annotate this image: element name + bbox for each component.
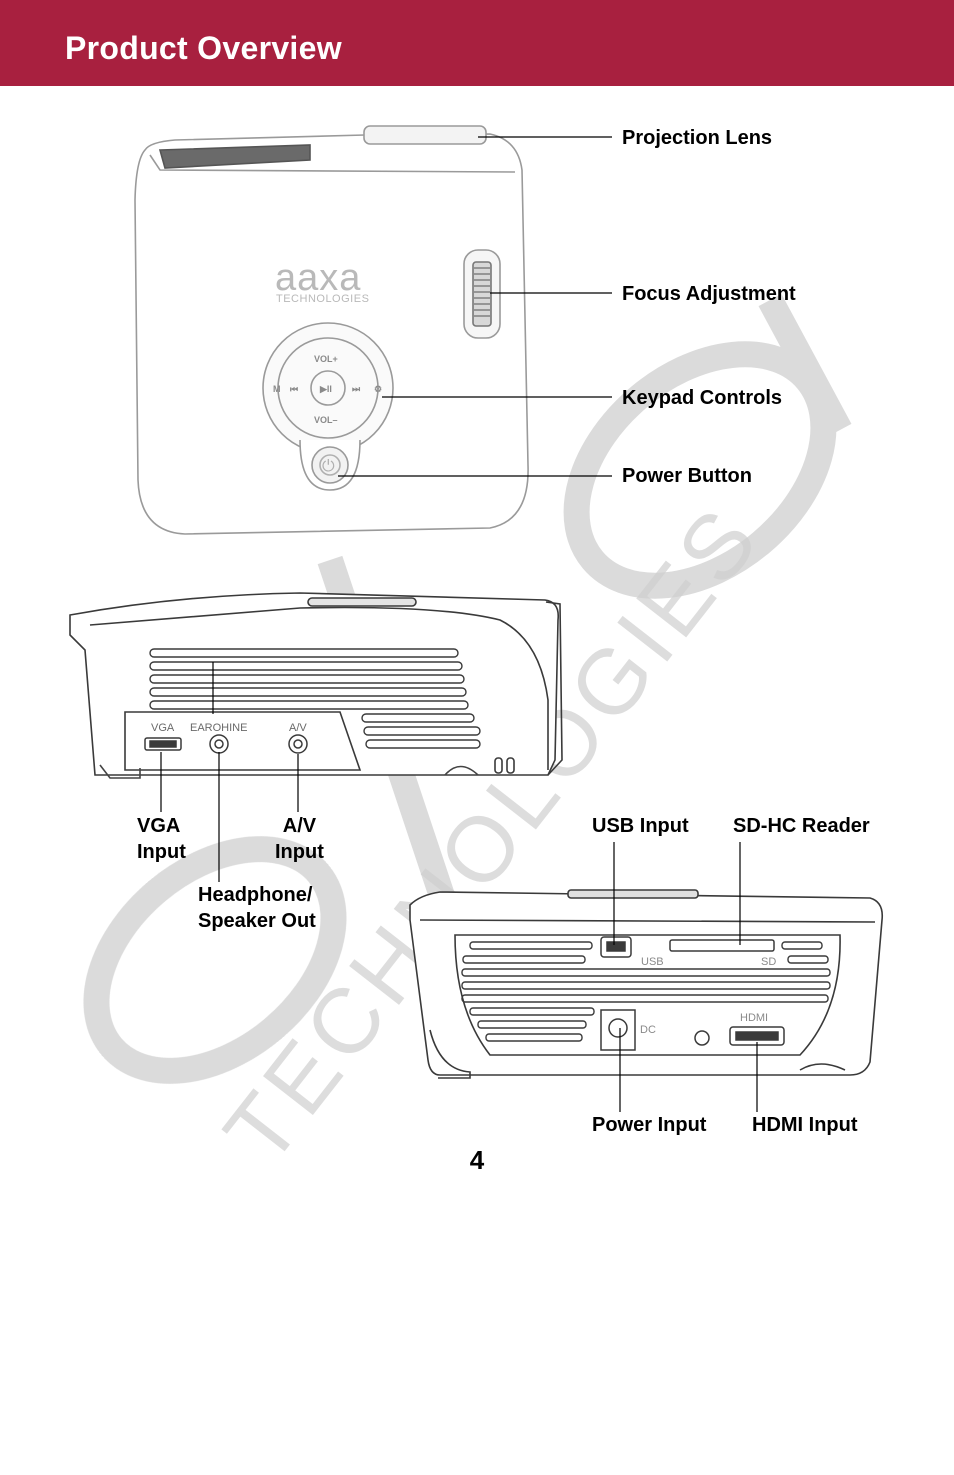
page-number: 4 xyxy=(469,1145,485,1175)
projector-rear-view xyxy=(409,889,884,1079)
side-vents xyxy=(149,648,481,749)
power-icon: ⏻ xyxy=(322,458,335,475)
rear-callout-lines xyxy=(613,842,758,1112)
top-callout-lines xyxy=(338,136,612,477)
label-usb-input: USB Input xyxy=(592,815,689,837)
keypad-prev: ⏮ xyxy=(290,384,298,394)
page-title: Product Overview xyxy=(65,30,342,66)
label-headphone-line2: Speaker Out xyxy=(198,910,316,932)
device-brand: aaxa xyxy=(275,257,361,299)
keypad-vol-up: VOL+ xyxy=(314,354,338,364)
product-diagram: TECHNOLOGIES aaxa TECHNOLOGIES VOL+ VOL–… xyxy=(69,125,884,1182)
keypad-vol-down: VOL– xyxy=(314,415,338,425)
label-av-input-line1: A/V xyxy=(282,815,317,837)
keypad-mode: M xyxy=(273,384,281,394)
page-header: Product Overview xyxy=(0,0,954,86)
rear-label-sd: SD xyxy=(761,956,776,968)
side-label-vga: VGA xyxy=(151,722,175,734)
label-vga-input: VGA Input xyxy=(137,813,186,865)
rear-port-labels: USB SD DC HDMI xyxy=(640,956,776,1036)
label-projection-lens: Projection Lens xyxy=(622,127,773,149)
rear-label-hdmi: HDMI xyxy=(740,1012,768,1024)
side-callout-lines xyxy=(160,662,299,882)
keypad-play: ▶II xyxy=(319,384,332,394)
label-av-input-line2: Input xyxy=(275,841,324,863)
projector-side-view xyxy=(69,592,563,779)
side-label-earphone: EAROHINE xyxy=(190,722,247,734)
keypad-next: ⏭ xyxy=(352,384,361,394)
device-sub-brand: TECHNOLOGIES xyxy=(276,293,369,305)
label-headphone-out: Headphone/ Speaker Out xyxy=(198,882,316,934)
label-vga-input-line2: Input xyxy=(137,841,186,863)
label-power-button: Power Button xyxy=(622,465,752,487)
label-focus-adjustment: Focus Adjustment xyxy=(622,283,796,305)
rear-label-usb: USB xyxy=(641,956,664,968)
rear-label-dc: DC xyxy=(640,1024,656,1036)
rear-ports xyxy=(600,936,785,1051)
label-hdmi-input: HDMI Input xyxy=(752,1114,858,1136)
label-av-input: A/V Input xyxy=(275,813,324,865)
label-power-input: Power Input xyxy=(592,1114,707,1136)
label-headphone-line1: Headphone/ xyxy=(198,884,313,906)
projector-top-view xyxy=(134,125,529,535)
label-vga-input-line1: VGA xyxy=(137,815,181,837)
label-sd-reader: SD-HC Reader xyxy=(733,815,870,837)
rear-vents xyxy=(461,941,831,1042)
keypad: VOL+ VOL– ▶II ⏮ ⏭ M ⚙ xyxy=(273,354,382,425)
label-keypad-controls: Keypad Controls xyxy=(622,387,783,409)
side-port-labels: VGA EAROHINE A/V xyxy=(151,722,307,734)
keypad-settings: ⚙ xyxy=(374,384,382,394)
side-label-av: A/V xyxy=(289,722,307,734)
